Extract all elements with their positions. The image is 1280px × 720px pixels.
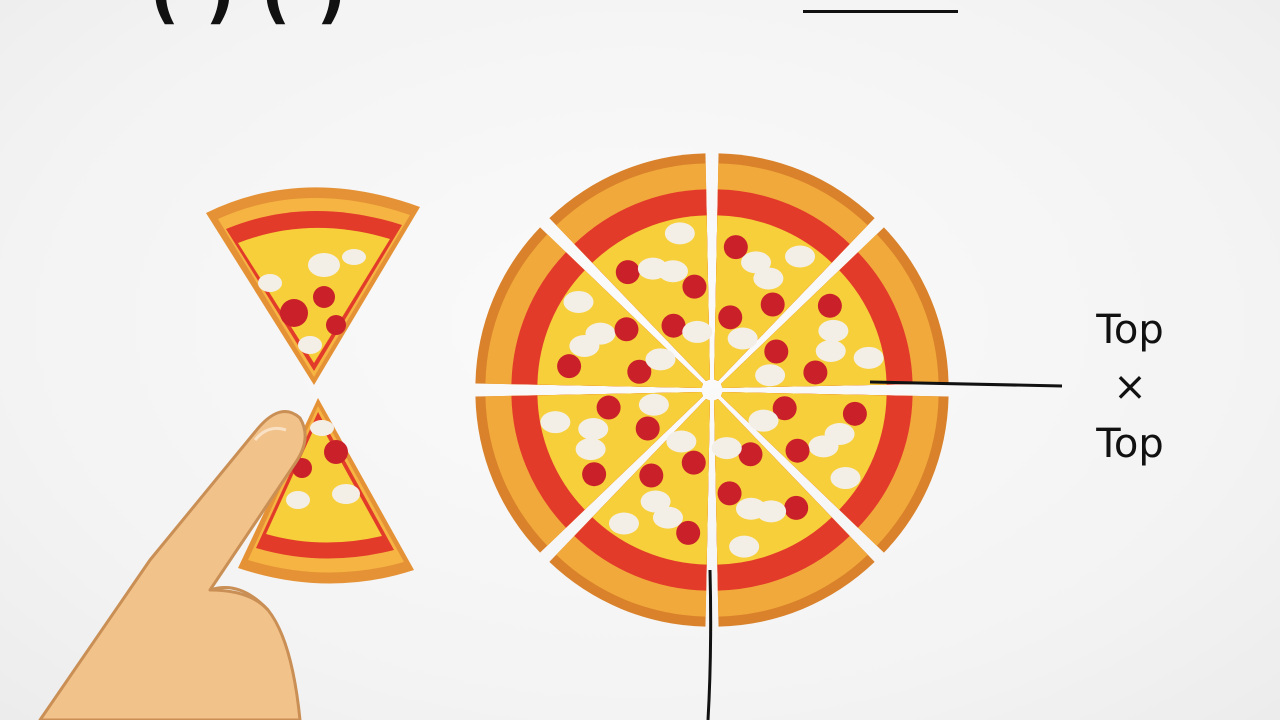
mushroom	[637, 257, 668, 280]
mushroom	[753, 267, 784, 290]
mushroom	[755, 364, 786, 387]
separated-slice-top[interactable]	[206, 187, 420, 385]
answer-blank-line	[803, 10, 958, 13]
pointing-hand	[38, 410, 307, 720]
pepperoni	[676, 520, 701, 545]
pepperoni	[582, 462, 607, 487]
pepperoni	[627, 359, 652, 384]
fraction-label: Top × Top	[1080, 302, 1180, 473]
mushroom	[711, 437, 742, 460]
mushroom	[578, 417, 609, 440]
label-operator: ×	[1113, 364, 1147, 410]
pepperoni	[639, 463, 664, 488]
pepperoni	[718, 305, 743, 330]
pepperoni	[661, 313, 686, 338]
pepperoni	[635, 416, 660, 441]
pepperoni	[615, 260, 640, 285]
mushroom	[741, 251, 772, 274]
pepperoni	[772, 396, 797, 421]
vertical-leader-line	[706, 569, 713, 720]
label-bottom-word: Top	[1096, 421, 1164, 467]
pizza-slice[interactable]	[711, 398, 875, 627]
mushroom	[785, 245, 816, 268]
mushroom	[652, 506, 683, 529]
mushroom	[682, 320, 713, 343]
pepperoni	[723, 235, 748, 260]
pepperoni	[817, 293, 842, 318]
mushroom	[645, 348, 676, 371]
mushroom	[727, 327, 758, 350]
label-top-word: Top	[1096, 307, 1164, 353]
mushroom	[729, 535, 760, 558]
pepperoni	[596, 395, 621, 420]
whole-pizza	[475, 153, 949, 627]
mushroom	[830, 467, 861, 490]
mushroom	[575, 438, 606, 461]
mushroom	[608, 512, 639, 535]
pepperoni	[614, 317, 639, 342]
mushroom	[756, 500, 787, 523]
mushroom	[638, 393, 669, 416]
mushroom	[748, 409, 779, 432]
pizza-slice[interactable]	[720, 392, 949, 553]
pepperoni	[681, 450, 706, 475]
pepperoni	[764, 339, 789, 364]
pepperoni	[785, 438, 810, 463]
pepperoni	[717, 481, 742, 506]
pepperoni	[842, 401, 867, 426]
pizza-slice[interactable]	[549, 398, 710, 627]
mushroom	[824, 423, 855, 446]
pepperoni	[557, 354, 582, 379]
pizza-slice[interactable]	[549, 153, 713, 382]
mushroom	[853, 346, 884, 369]
expression-partial: ( ) ( )	[150, 0, 348, 32]
separated-slice-bottom[interactable]	[238, 398, 414, 584]
mushroom	[818, 319, 849, 342]
mushroom	[664, 222, 695, 245]
mushroom	[569, 334, 600, 357]
pepperoni	[738, 442, 763, 467]
mushroom	[815, 340, 846, 363]
pizza-slice[interactable]	[475, 392, 704, 553]
pepperoni	[784, 495, 809, 520]
pizza-slice[interactable]	[714, 153, 875, 382]
mushroom	[666, 430, 697, 453]
pepperoni	[803, 360, 828, 385]
mushroom	[563, 290, 594, 313]
mushroom	[640, 490, 671, 513]
mushroom	[540, 411, 571, 434]
horizontal-leader-line	[869, 380, 1063, 388]
pepperoni	[760, 292, 785, 317]
pizza-slice[interactable]	[720, 227, 949, 388]
pizza-slice[interactable]	[475, 227, 704, 388]
pepperoni	[682, 274, 707, 299]
